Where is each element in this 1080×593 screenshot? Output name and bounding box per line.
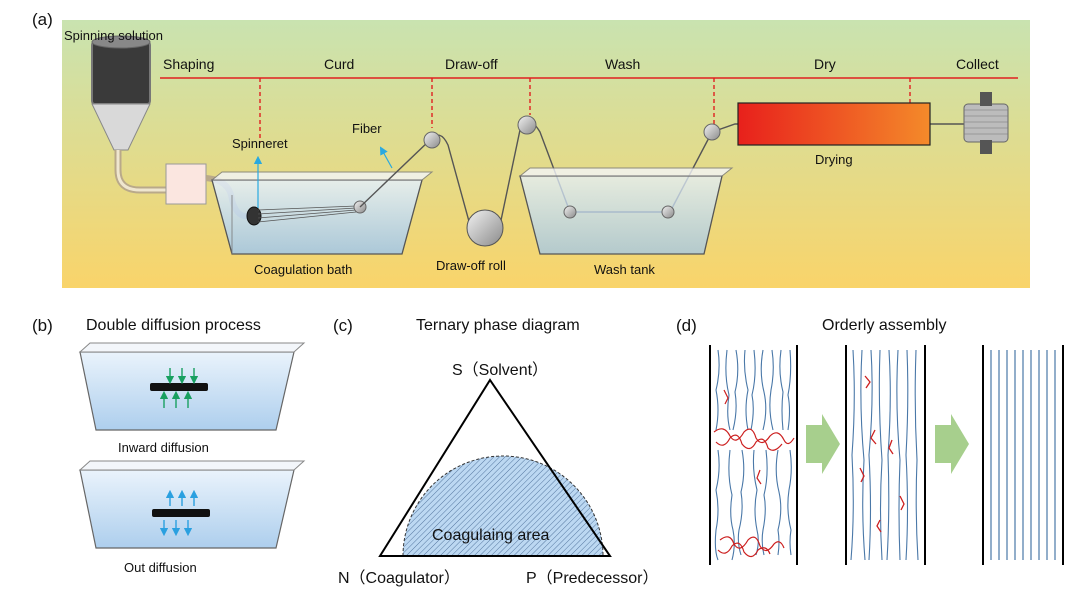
spinneret-label: Spinneret: [232, 136, 288, 151]
guide-roll-1: [423, 131, 441, 149]
vertex-n-label: N（Coagulator）: [338, 570, 460, 587]
fiber-label: Fiber: [352, 121, 382, 136]
transition-arrow-1: [806, 414, 840, 474]
ternary-triangle: [378, 378, 612, 557]
inward-diffusion-label: Inward diffusion: [118, 440, 209, 455]
coagulation-bath-label: Coagulation bath: [254, 262, 353, 277]
panel-c-tag: (c): [333, 316, 353, 335]
panel-d-title: Orderly assembly: [822, 317, 947, 334]
spinneret-icon: [246, 206, 262, 226]
inward-diffusion-tank: [78, 342, 306, 431]
panel-b-title: Double diffusion process: [86, 317, 261, 334]
panel-d-tag: (d): [676, 316, 697, 335]
assembly-stage-2: [845, 345, 926, 565]
draw-off-roll-label: Draw-off roll: [436, 258, 506, 273]
drying-label: Drying: [815, 152, 853, 167]
wash-tank-icon: [518, 167, 734, 255]
fiber-pointer: [379, 146, 393, 169]
collector-spool-icon: [963, 92, 1009, 154]
assembly-stage-3: [982, 345, 1064, 565]
vertex-p-label: P（Predecessor）: [526, 570, 659, 587]
assembly-stage-1: [709, 345, 798, 565]
wash-tank-label: Wash tank: [594, 262, 655, 277]
panel-c-title: Ternary phase diagram: [416, 317, 580, 334]
panel-a-tag: (a): [32, 10, 53, 29]
solution-hopper: [91, 35, 168, 194]
vertex-s-label: S（Solvent）: [452, 362, 549, 379]
guide-roll-3: [703, 123, 721, 141]
draw-off-roll-icon: [466, 209, 504, 247]
stage-curd: Curd: [324, 56, 355, 72]
stage-dividers: [259, 78, 911, 142]
spinning-solution-label: Spinning solution: [64, 28, 164, 43]
metering-pump: [165, 163, 207, 205]
panel-b-tag: (b): [32, 316, 53, 335]
dryer-box: [737, 102, 931, 146]
bath-fibers: [257, 205, 357, 223]
coagulating-area-label: Coagulaing area: [432, 527, 550, 544]
stage-dry: Dry: [814, 56, 836, 72]
stage-collect: Collect: [956, 56, 999, 72]
stage-shaping: Shaping: [163, 56, 215, 72]
out-diffusion-tank: [78, 460, 306, 549]
out-diffusion-label: Out diffusion: [124, 560, 197, 575]
stage-wash: Wash: [605, 56, 641, 72]
transition-arrow-2: [935, 414, 969, 474]
stage-draw-off: Draw-off: [445, 56, 498, 72]
guide-roll-2: [517, 115, 537, 135]
